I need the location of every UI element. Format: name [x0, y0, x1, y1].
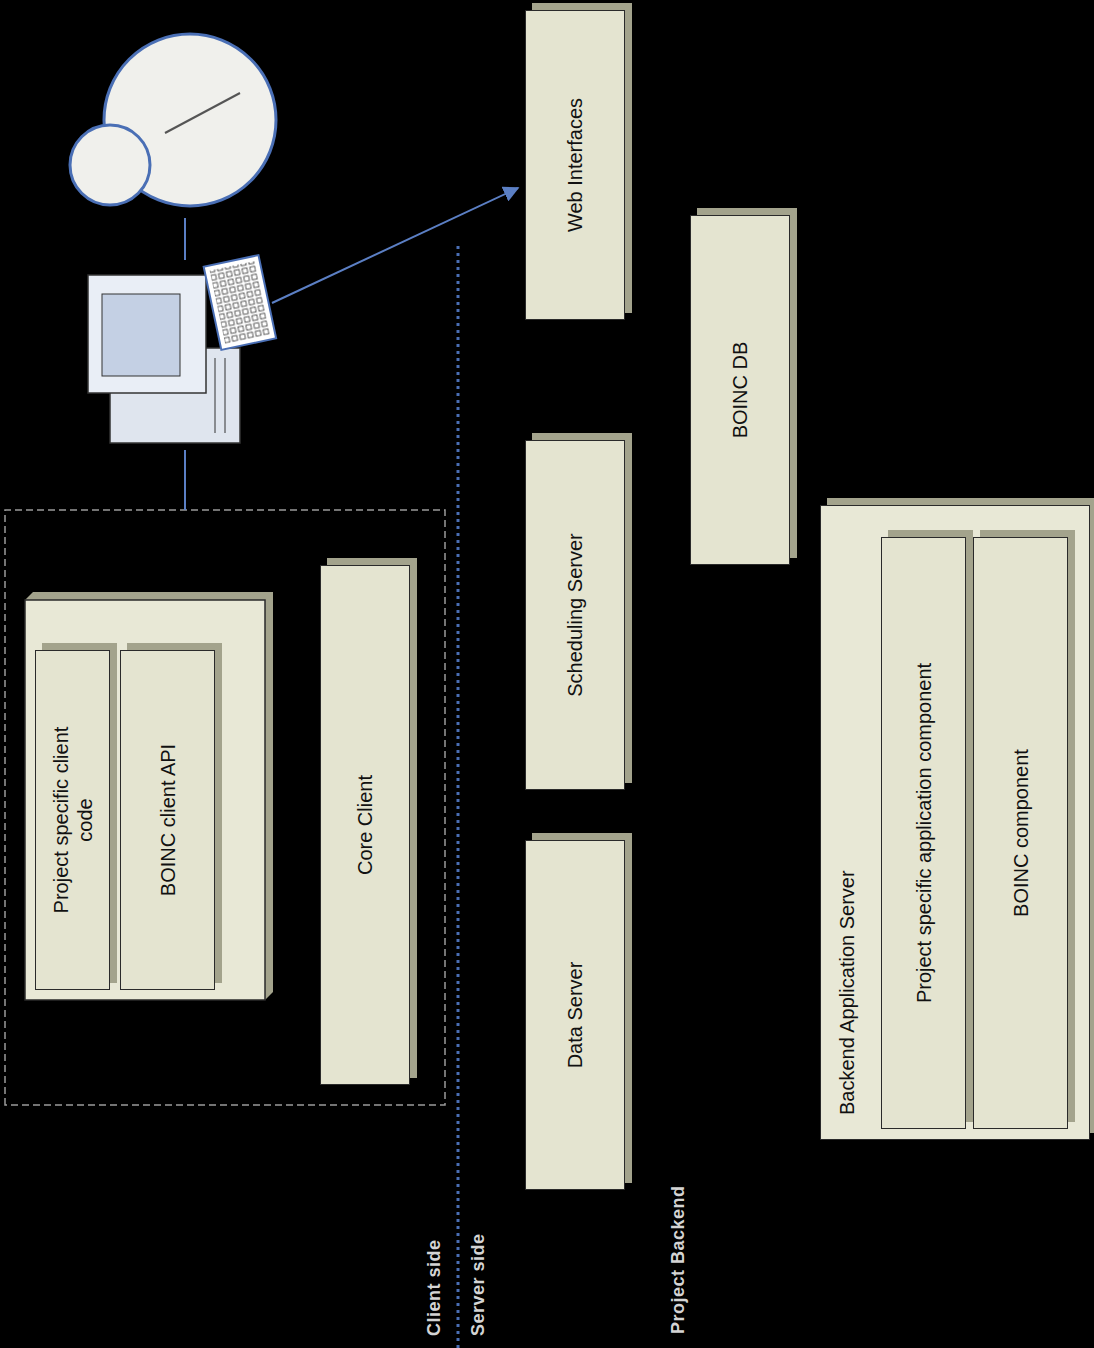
box-label: Data Server [563, 962, 587, 1069]
client-app-box [25, 600, 265, 1000]
monitor-screen [102, 294, 180, 376]
database-box: BOINC DB [690, 215, 790, 565]
monitor [88, 275, 206, 393]
box-title: Backend Application Server [835, 870, 859, 1115]
core-client-box: Core Client [320, 565, 410, 1085]
user-web-arrow [272, 188, 518, 303]
box-label: BOINC client API [156, 744, 180, 896]
drive-slot [225, 358, 226, 433]
box-depth [25, 592, 273, 1000]
person-arm [165, 93, 240, 133]
box-label: Core Client [353, 775, 377, 875]
web-box: Web Interfaces [525, 10, 625, 320]
side-label: Client side [424, 1239, 445, 1336]
user-client-link [184, 450, 186, 510]
app-component-box: Project specific application component [881, 537, 966, 1129]
client-code-box: Project specific client code [35, 650, 110, 990]
client-server-divider [457, 245, 460, 1348]
box-label: Scheduling Server [563, 533, 587, 696]
box-label: Project specific client code [49, 725, 97, 915]
box-label: Web Interfaces [563, 98, 587, 232]
box-label: Project specific application component [912, 663, 936, 1003]
box-label: BOINC DB [728, 342, 752, 439]
scheduler-box: Scheduling Server [525, 440, 625, 790]
person-link [184, 218, 186, 260]
client-region [5, 510, 445, 1105]
backend-server-box: Backend Application Server Project specif… [820, 505, 1090, 1140]
section-label: Project Backend [668, 1185, 689, 1334]
boinc-component-box: BOINC component [973, 537, 1068, 1129]
data-server-box: Data Server [525, 840, 625, 1190]
box-label: BOINC component [1009, 749, 1033, 917]
keyboard-keys [210, 261, 271, 344]
side-label: Server side [468, 1233, 489, 1336]
client-api-box: BOINC client API [120, 650, 215, 990]
keyboard-body [204, 255, 276, 350]
drive-slot [215, 358, 216, 433]
person-head [70, 125, 150, 205]
keyboard [204, 255, 276, 350]
